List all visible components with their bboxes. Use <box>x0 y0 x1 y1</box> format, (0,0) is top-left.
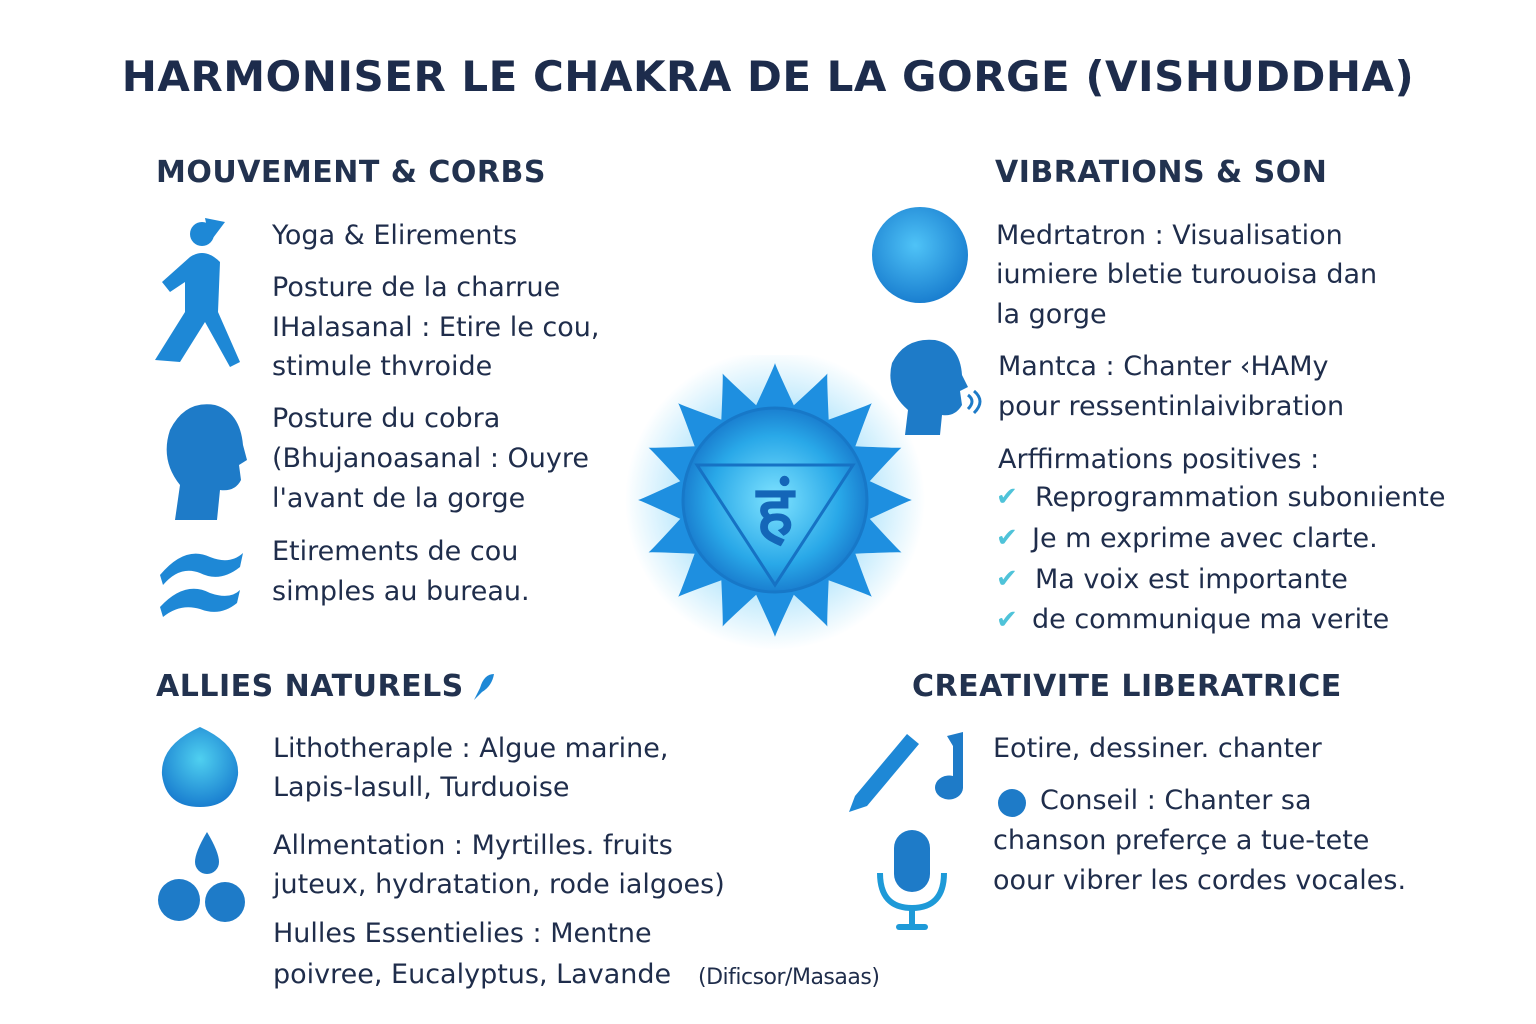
movement-line: Etirements de cou <box>272 536 519 567</box>
lotus-petal <box>678 403 729 454</box>
tip-icon <box>998 789 1026 817</box>
check-icon: ✔ <box>996 605 1018 635</box>
gemstone-icon <box>161 727 239 807</box>
vibrations-line: iumiere bletie turouoisa dan <box>996 259 1378 290</box>
allies-line: poivree, Eucalyptus, Lavande <box>273 959 672 990</box>
check-icon: ✔ <box>996 482 1018 512</box>
berries-water-drop-icon <box>158 832 245 922</box>
check-icon: ✔ <box>996 523 1018 553</box>
creativity-heading: CREATIVITE LIBERATRICE <box>912 669 1342 704</box>
lotus-petal <box>863 478 912 522</box>
allies-heading: ALLIES NATURELS <box>156 669 464 704</box>
throat-chakra-symbol: हं <box>625 355 925 650</box>
allies-line: Hulles Essentielies : Mentne <box>273 918 652 949</box>
movement-line: Yoga & Elirements <box>272 220 518 251</box>
vibrations-line: la gorge <box>996 299 1107 330</box>
movement-line: l'avant de la gorge <box>272 483 526 514</box>
vibrations-line: Mantca : Chanter ‹HAMy <box>998 351 1329 382</box>
movement-line: stimule thvroide <box>272 351 493 382</box>
pencil-music-note-icon <box>849 732 963 812</box>
lotus-petal <box>753 363 797 412</box>
movement-line: (Bhujanoasanal : Ouyre <box>272 443 589 474</box>
affirmation-item: de communique ma verite <box>1032 604 1390 635</box>
microphone-icon <box>877 830 947 930</box>
movement-line: simples au bureau. <box>272 576 530 607</box>
creativity-line: Conseil : Chanter sa <box>1040 785 1312 816</box>
lotus-petal <box>638 478 687 522</box>
lotus-petal <box>678 546 729 597</box>
check-icon: ✔ <box>996 564 1018 594</box>
creativity-line: Eotire, dessiner. chanter <box>993 733 1322 764</box>
affirmations-heading: Arffirmations positives : <box>998 444 1320 475</box>
lotus-petal <box>821 403 872 454</box>
leaf-icon <box>474 674 494 700</box>
affirmation-item: Ma voix est importante <box>1035 564 1348 595</box>
lotus-petal <box>753 588 797 637</box>
movement-line: IHalasanal : Etire le cou, <box>272 312 600 343</box>
affirmation-item: Je m exprime avec clarte. <box>1032 523 1378 554</box>
vibrations-line: Medrtatron : Visualisation <box>996 220 1343 251</box>
glowing-orb-icon <box>872 207 968 303</box>
allies-line: Lithotheraple : Algue marine, <box>273 733 669 764</box>
allies-line: Allmentation : Myrtilles. fruits <box>273 830 673 861</box>
singing-head-icon <box>890 339 982 435</box>
allies-note: (Dificsor/Masaas) <box>698 965 880 990</box>
movement-heading: MOUVEMENT & CORBS <box>156 155 546 190</box>
head-profile-icon <box>166 404 247 520</box>
movement-line: Posture de la charrue <box>272 272 561 303</box>
affirmation-item: Reprogrammation subonıiente <box>1035 482 1446 513</box>
movement-line: Posture du cobra <box>272 403 501 434</box>
creativity-line: oour vibrer les cordes vocales. <box>993 865 1407 896</box>
chakra-glyph: हं <box>754 470 796 552</box>
vibrations-heading: VIBRATIONS & SON <box>995 155 1328 190</box>
creativity-line: chanson preferçe a tue-tete <box>993 825 1370 856</box>
allies-line: Lapis-lasull, Turduoise <box>273 772 570 803</box>
yoga-pose-icon <box>155 218 240 367</box>
allies-line: juteux, hydratation, rode ialgoes) <box>273 869 725 900</box>
neck-stretch-waves-icon <box>160 553 243 617</box>
vibrations-line: pour ressentinlaivibration <box>998 391 1345 422</box>
lotus-petal <box>821 546 872 597</box>
page-title: HARMONISER LE CHAKRA DE LA GORGE (VISHUD… <box>121 52 1415 101</box>
